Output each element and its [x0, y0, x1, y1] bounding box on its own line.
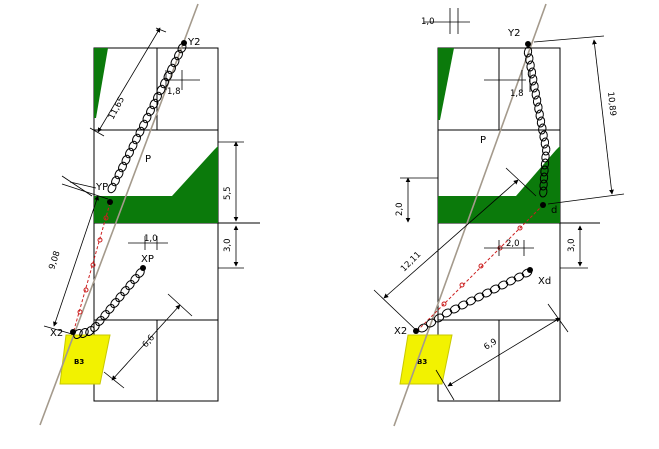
point-xd-right	[527, 267, 533, 273]
label-y2-left: Y2	[187, 37, 200, 48]
b3-label-right: B3	[417, 358, 427, 366]
label-y2-right: Y2	[507, 28, 520, 39]
point-y2-right	[525, 41, 531, 47]
label-xp-left: XP	[141, 254, 154, 265]
point-yp-left	[107, 199, 113, 205]
point-y2-left	[181, 40, 187, 46]
dim-height-3-left: 3,0	[223, 238, 233, 252]
guide-line-left	[39, 3, 199, 426]
label-x2-right: X2	[394, 326, 407, 337]
green-wedge-top-right	[438, 48, 454, 120]
dim-gap-inner-right: 1,8	[510, 89, 524, 99]
green-wedge-top	[94, 48, 108, 118]
left-diagram: B3	[39, 3, 260, 426]
right-diagram: B3	[373, 3, 625, 427]
point-xp-left	[140, 265, 146, 271]
b3-block-left	[59, 334, 111, 385]
point-x2-right	[413, 328, 419, 334]
dim-height-3-right: 3,0	[567, 238, 577, 252]
dim-diag-long-right: 10,89	[605, 91, 617, 116]
right-frame	[437, 47, 600, 402]
dim-gap-top-right: 1,0	[421, 17, 435, 27]
dim-diag-short-left: 6,6	[141, 333, 157, 350]
green-ledge	[94, 146, 218, 223]
spring-lower-left	[73, 268, 145, 339]
label-x2-left: X2	[50, 328, 63, 339]
dim-diag-lower-right: 12,11	[399, 250, 423, 274]
dimension-lines-right	[373, 8, 625, 401]
point-yd-right	[540, 202, 546, 208]
dim-gap-mid-left: 1,0	[144, 234, 158, 244]
dim-gap-mid-right: 2,0	[506, 239, 520, 249]
dim-diag-lower-left: 9,08	[47, 250, 62, 271]
dim-height-2-right: 2,0	[395, 202, 405, 216]
red-line-right	[417, 204, 544, 331]
label-p-left: P	[145, 154, 151, 165]
spring-upper-right	[523, 46, 551, 198]
dim-height-5-left: 5,5	[223, 186, 233, 200]
label-xd-right: Xd	[538, 276, 551, 287]
left-green-regions	[94, 48, 218, 223]
dim-gap-top-left: 1,8	[167, 87, 181, 97]
dimension-lines-left	[43, 27, 244, 389]
label-yd-right: d	[551, 205, 557, 216]
spring-lower-right	[417, 268, 533, 333]
label-p-right: P	[480, 135, 486, 146]
b3-label-left: B3	[74, 358, 84, 366]
label-yp-left: YP	[95, 182, 108, 193]
dim-diag-long-left: 11,65	[107, 95, 127, 121]
dim-diag-short-right: 6,9	[482, 337, 499, 353]
